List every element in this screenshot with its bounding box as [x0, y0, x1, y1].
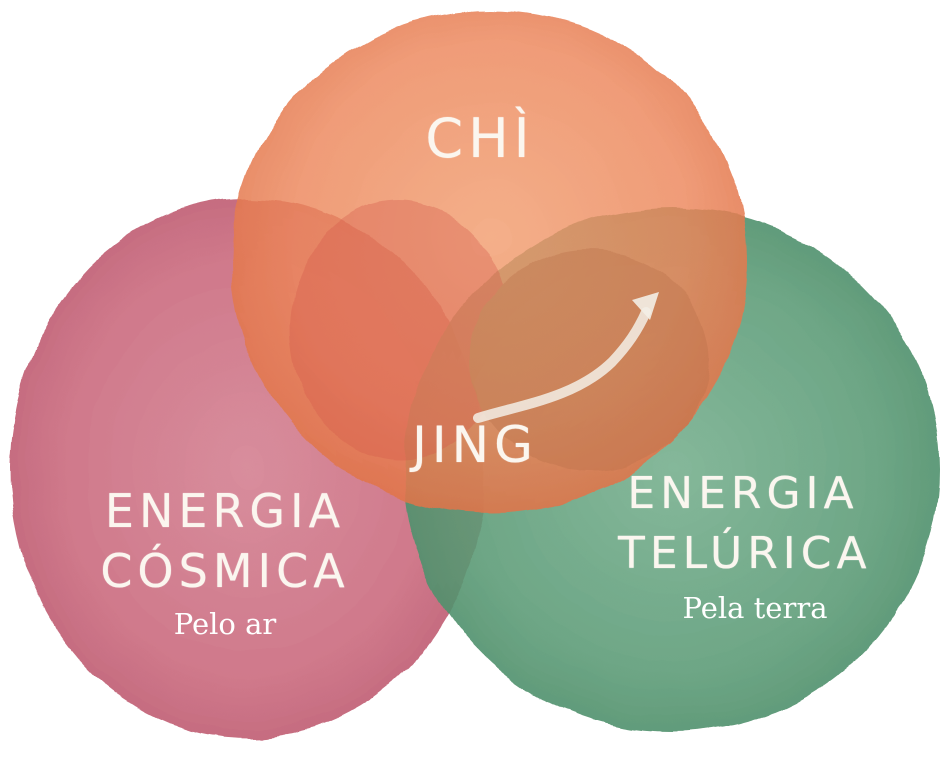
chi-label: CHÌ — [425, 107, 535, 170]
cosmic-energy-label-line1: ENERGIA — [104, 484, 346, 538]
telluric-energy-label-line2: TELÚRICA — [618, 528, 872, 579]
cosmic-energy-subtitle: Pelo ar — [173, 607, 277, 641]
cosmic-energy-label-line2: CÓSMICA — [100, 544, 350, 598]
telluric-energy-subtitle: Pela terra — [682, 591, 828, 625]
jing-label: JING — [412, 416, 538, 474]
telluric-energy-label-line1: ENERGIA — [627, 468, 859, 519]
arrow-icon — [473, 307, 651, 423]
